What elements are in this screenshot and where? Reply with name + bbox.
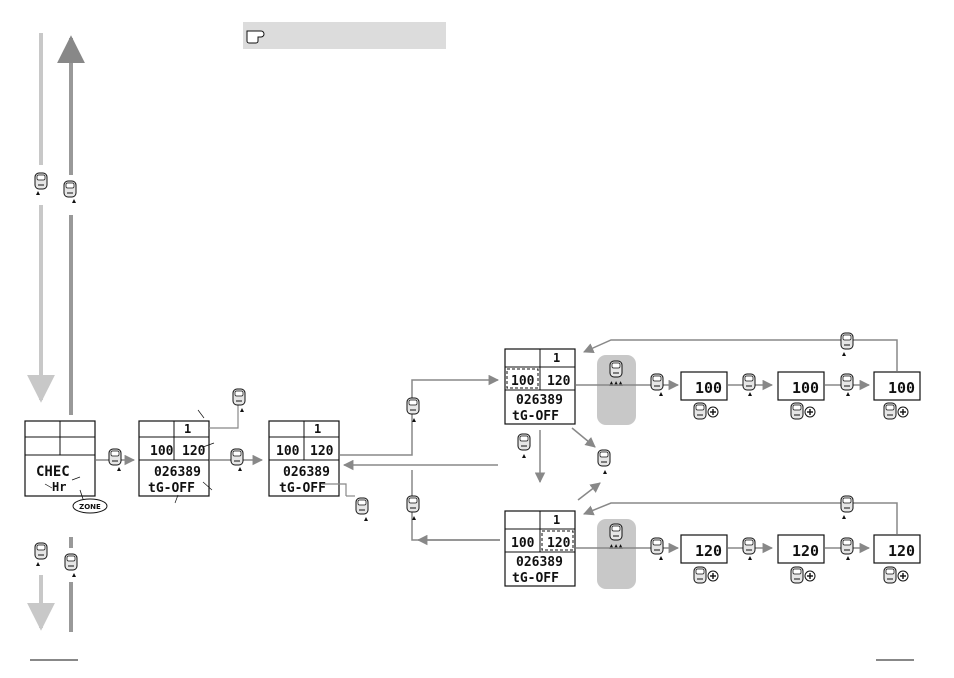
- stage3-seg: 1: [314, 422, 321, 436]
- button-icon[interactable]: [518, 434, 530, 450]
- plus-icon: [898, 571, 908, 581]
- stage2-screen: 1 100 120 026389 tG-OFF: [139, 389, 245, 503]
- button-icon[interactable]: [651, 374, 663, 390]
- lower-left: 100: [511, 536, 535, 551]
- arrow-check-to-stage2: [96, 449, 134, 471]
- zone-label: ZONE: [79, 503, 101, 511]
- button-icon[interactable]: [841, 496, 853, 512]
- button-icon[interactable]: [841, 374, 853, 390]
- plus-icon: [898, 407, 908, 417]
- upper-odo: 026389: [516, 393, 563, 408]
- lower-value-2-text: 120: [792, 542, 819, 560]
- plus-icon: [805, 407, 815, 417]
- lower-status: tG-OFF: [512, 571, 559, 586]
- lower-odo: 026389: [516, 555, 563, 570]
- upper-seg: 1: [553, 351, 560, 365]
- stage3-status: tG-OFF: [279, 481, 326, 496]
- lower-right: 120: [547, 536, 571, 551]
- stage2-seg: 1: [184, 422, 191, 436]
- button-icon[interactable]: [651, 538, 663, 554]
- upper-status: tG-OFF: [512, 409, 559, 424]
- plus-icon: [805, 571, 815, 581]
- stage2-right: 120: [182, 444, 206, 459]
- button-icon[interactable]: [694, 567, 706, 583]
- upper-value-2-text: 100: [792, 379, 819, 397]
- button-icon[interactable]: [743, 538, 755, 554]
- check-line1: CHEC: [36, 464, 70, 480]
- button-icon[interactable]: [841, 538, 853, 554]
- button-icon[interactable]: [884, 403, 896, 419]
- stage2-left: 100: [150, 444, 174, 459]
- upper-adjust-chain: ▲▲▲ 100 100 100: [576, 333, 920, 425]
- lower-value-3-text: 120: [888, 542, 915, 560]
- plus-icon: [708, 571, 718, 581]
- button-icon[interactable]: [694, 403, 706, 419]
- button-icon[interactable]: [35, 173, 47, 189]
- check-line2: Hr: [52, 480, 66, 494]
- stage3-screen: 1 100 120 026389 tG-OFF: [269, 421, 368, 521]
- stage3-right: 120: [310, 444, 334, 459]
- button-icon[interactable]: [598, 450, 610, 466]
- upper-left: 100: [511, 374, 535, 389]
- button-icon[interactable]: [791, 403, 803, 419]
- lower-screen: 1 100 120 026389 tG-OFF: [505, 511, 575, 586]
- lower-value-1-text: 120: [695, 542, 722, 560]
- button-icon[interactable]: [109, 449, 121, 465]
- button-icon[interactable]: [407, 496, 419, 512]
- button-icon[interactable]: [64, 181, 76, 197]
- button-icon[interactable]: [743, 374, 755, 390]
- left-top-arrows: [35, 33, 76, 415]
- svg-text:▲▲▲: ▲▲▲: [609, 380, 623, 387]
- stage2-status: tG-OFF: [148, 481, 195, 496]
- arrow-stage2-to-stage3: [210, 449, 262, 471]
- check-screen: CHEC Hr ZONE: [25, 421, 107, 513]
- plus-icon: [708, 407, 718, 417]
- button-icon[interactable]: [841, 333, 853, 349]
- upper-value-1-text: 100: [695, 379, 722, 397]
- svg-text:▲▲▲: ▲▲▲: [609, 543, 623, 550]
- button-icon[interactable]: [65, 554, 77, 570]
- upper-right: 120: [547, 374, 571, 389]
- button-icon[interactable]: [610, 524, 622, 540]
- button-icon[interactable]: [791, 567, 803, 583]
- button-icon[interactable]: [407, 398, 419, 414]
- button-icon[interactable]: [233, 389, 245, 405]
- button-icon[interactable]: [35, 543, 47, 559]
- button-icon[interactable]: [610, 361, 622, 377]
- lower-seg: 1: [553, 513, 560, 527]
- upper-screen: 1 100 120 026389 tG-OFF: [505, 349, 575, 424]
- stage3-left: 100: [276, 444, 300, 459]
- stage3-odo: 026389: [283, 465, 330, 480]
- upper-value-3-text: 100: [888, 379, 915, 397]
- lower-adjust-chain: ▲▲▲ 120 120 120: [576, 496, 920, 589]
- button-icon[interactable]: [231, 449, 243, 465]
- stage2-odo: 026389: [154, 465, 201, 480]
- button-icon[interactable]: [356, 498, 368, 514]
- button-icon[interactable]: [884, 567, 896, 583]
- note-bar: [243, 22, 446, 49]
